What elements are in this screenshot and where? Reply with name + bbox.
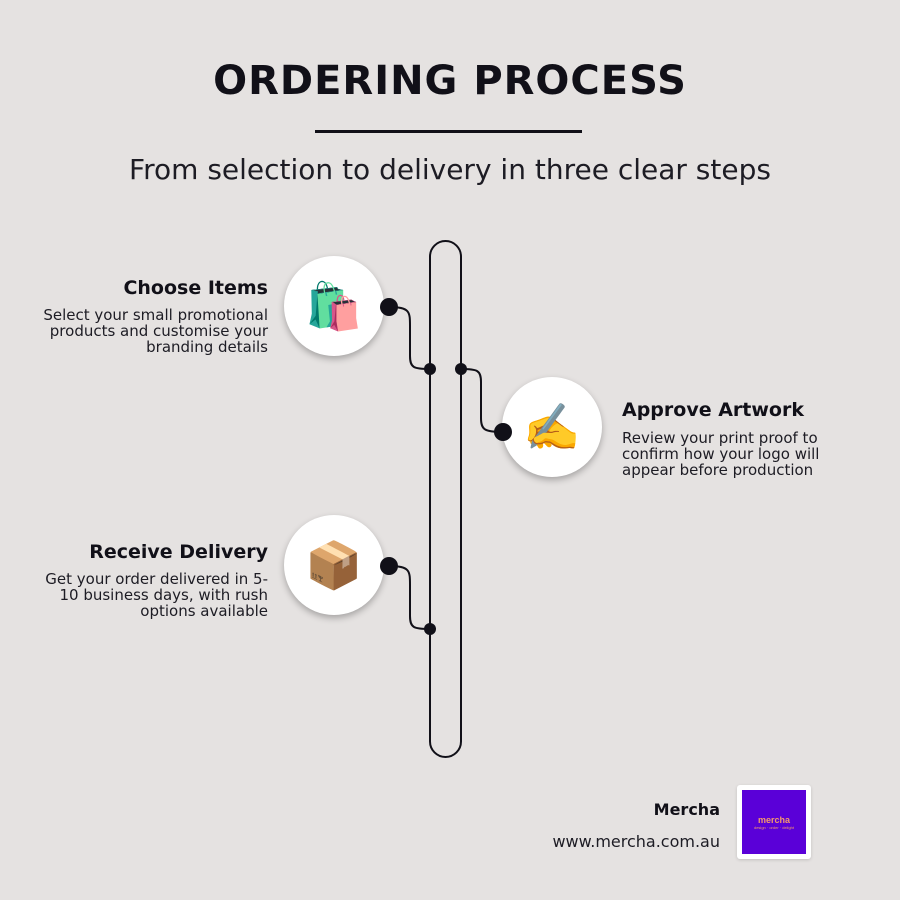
step-description-choose-items: Select your small promotional products a…	[43, 306, 268, 356]
anchor-dot-choose-items	[380, 298, 398, 316]
step-node-choose-items: 🛍️	[284, 256, 384, 356]
anchor-dot-approve-artwork	[494, 423, 512, 441]
page-title: ORDERING PROCESS	[213, 58, 687, 104]
shopping-bags-icon: 🛍️	[305, 280, 363, 332]
brand-logo: mercha design · order · delight	[737, 785, 811, 859]
package-box-icon: 📦	[305, 539, 363, 591]
brand-url[interactable]: www.mercha.com.au	[552, 832, 720, 851]
connector-receive-delivery	[388, 565, 431, 630]
step-node-receive-delivery: 📦	[284, 515, 384, 615]
junction-dot	[424, 363, 436, 375]
step-heading-approve-artwork: Approve Artwork	[622, 399, 804, 421]
logo-tagline: design · order · delight	[753, 824, 795, 830]
step-heading-receive-delivery: Receive Delivery	[89, 541, 268, 563]
brand-name: Mercha	[653, 800, 720, 819]
connector-approve-artwork	[460, 368, 504, 433]
anchor-dot-receive-delivery	[380, 557, 398, 575]
step-description-approve-artwork: Review your print proof to confirm how y…	[622, 429, 820, 479]
logo-badge: mercha design · order · delight	[742, 790, 806, 854]
step-heading-choose-items: Choose Items	[123, 277, 268, 299]
step-node-approve-artwork: ✍️	[502, 377, 602, 477]
connector-choose-items	[388, 306, 431, 370]
page-subtitle: From selection to delivery in three clea…	[129, 153, 771, 186]
junction-dot	[455, 363, 467, 375]
logo-wordmark: mercha	[757, 814, 791, 825]
step-description-receive-delivery: Get your order delivered in 5-10 busines…	[45, 570, 268, 620]
title-underline	[315, 130, 582, 133]
junction-dot	[424, 623, 436, 635]
timeline-track	[429, 240, 462, 758]
writing-hand-icon: ✍️	[523, 401, 581, 453]
